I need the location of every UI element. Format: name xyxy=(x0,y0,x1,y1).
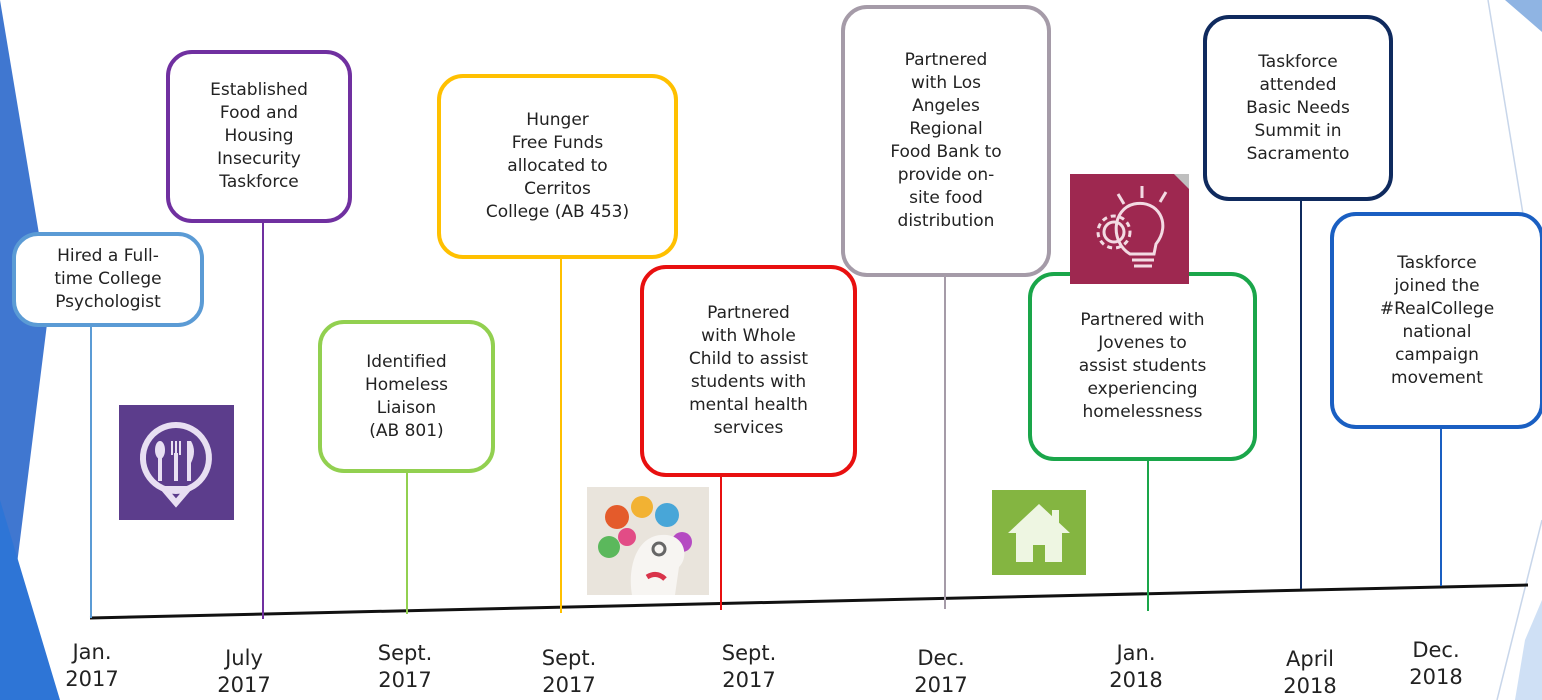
date-label: Sept. 2017 xyxy=(377,641,433,692)
event-box: Taskforce attended Basic Needs Summit in… xyxy=(1203,15,1393,201)
event-box: Identified Homeless Liaison (AB 801) xyxy=(318,320,495,473)
lightbulb-gear-icon xyxy=(1070,174,1189,284)
event-stem xyxy=(560,258,562,613)
event-box: Partnered with Jovenes to assist student… xyxy=(1028,272,1257,461)
date-label: Sept. 2017 xyxy=(541,646,597,697)
event-stem xyxy=(406,473,408,614)
event-stem xyxy=(90,325,92,618)
event-stem xyxy=(944,276,946,609)
home-icon xyxy=(992,490,1086,575)
date-label: Dec. 2017 xyxy=(914,646,968,697)
event-stem xyxy=(1440,428,1442,586)
event-stem xyxy=(1147,460,1149,611)
date-label: Sept. 2017 xyxy=(721,641,777,692)
event-stem xyxy=(262,222,264,619)
date-label: Jan. 2017 xyxy=(65,640,119,691)
event-box: Established Food and Housing Insecurity … xyxy=(166,50,352,223)
event-stem xyxy=(1300,200,1302,589)
timeline-axis xyxy=(89,583,1529,620)
event-box: Hired a Full- time College Psychologist xyxy=(12,232,204,327)
event-box: Partnered with Whole Child to assist stu… xyxy=(640,265,857,477)
event-box: Hunger Free Funds allocated to Cerritos … xyxy=(437,74,678,259)
event-box: Partnered with Los Angeles Regional Food… xyxy=(841,5,1051,277)
date-label: April 2018 xyxy=(1283,647,1337,698)
date-label: Jan. 2018 xyxy=(1109,641,1163,692)
date-label: Dec. 2018 xyxy=(1409,638,1463,689)
date-label: July 2017 xyxy=(217,646,271,697)
event-stem xyxy=(720,476,722,610)
food-location-icon xyxy=(119,405,234,520)
event-box: Taskforce joined the #RealCollege nation… xyxy=(1330,212,1542,429)
mind-ideas-icon xyxy=(587,487,709,595)
